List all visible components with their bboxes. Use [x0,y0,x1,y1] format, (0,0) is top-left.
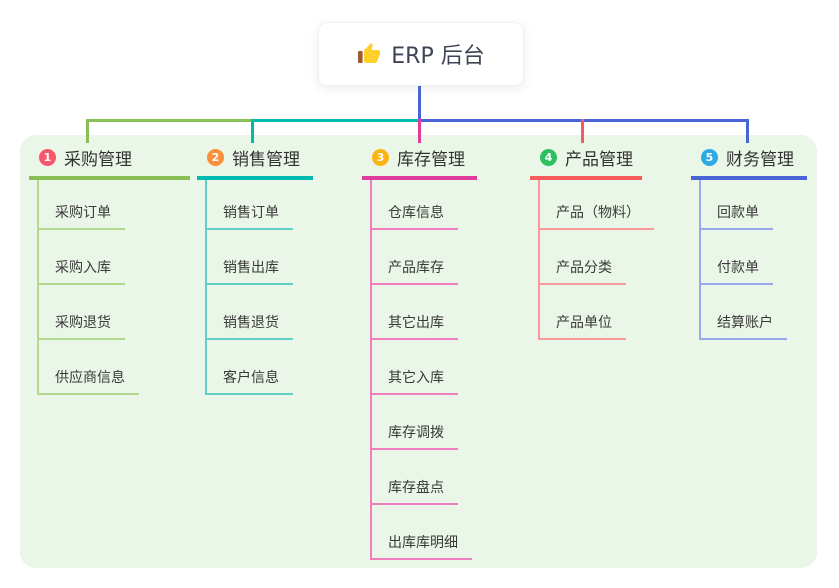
bus-segment-left [86,119,254,122]
branch-label: 销售管理 [232,150,300,170]
branch-child-spine [370,179,372,560]
branch-number-badge: 4 [540,149,557,166]
branch-child-spine [699,179,701,340]
child-node[interactable]: 产品单位 [538,312,626,340]
child-node[interactable]: 其它出库 [370,312,458,340]
branch-drop-connector [581,119,584,143]
branch-number-badge: 1 [39,149,56,166]
branch-child-spine [37,179,39,395]
child-node[interactable]: 产品库存 [370,257,458,285]
root-node-label: ERP 后台 [391,44,485,69]
bus-segment-mid [251,119,420,122]
branches-panel [20,135,817,568]
branch-header-2[interactable]: 2 销售管理 [197,145,313,180]
branch-number-badge: 5 [701,149,718,166]
child-node[interactable]: 出库库明细 [370,532,472,560]
branch-child-spine [205,179,207,395]
branch-drop-connector [86,119,89,143]
child-node[interactable]: 结算账户 [699,312,787,340]
branch-number-badge: 3 [372,149,389,166]
child-node[interactable]: 产品（物料） [538,202,654,230]
child-node[interactable]: 采购订单 [37,202,125,230]
branch-header-1[interactable]: 1 采购管理 [29,145,190,180]
branch-header-3[interactable]: 3 库存管理 [362,145,477,180]
child-node[interactable]: 产品分类 [538,257,626,285]
child-node[interactable]: 销售退货 [205,312,293,340]
branch-drop-connector [418,119,421,143]
child-node[interactable]: 销售订单 [205,202,293,230]
child-node[interactable]: 回款单 [699,202,773,230]
branch-label: 财务管理 [726,150,794,170]
child-node[interactable]: 采购入库 [37,257,125,285]
thumbs-up-icon [357,42,381,66]
child-node[interactable]: 库存盘点 [370,477,458,505]
branch-drop-connector [746,119,749,143]
branch-header-4[interactable]: 4 产品管理 [530,145,642,180]
root-connector [418,84,421,122]
branch-label: 采购管理 [64,150,132,170]
root-node[interactable]: ERP 后台 [318,22,524,86]
child-node[interactable]: 库存调拨 [370,422,458,450]
child-node[interactable]: 仓库信息 [370,202,458,230]
child-node[interactable]: 销售出库 [205,257,293,285]
branch-number-badge: 2 [207,149,224,166]
child-node[interactable]: 付款单 [699,257,773,285]
branch-label: 产品管理 [565,150,633,170]
child-node[interactable]: 供应商信息 [37,367,139,395]
branch-header-5[interactable]: 5 财务管理 [691,145,807,180]
branch-child-spine [538,179,540,340]
child-node[interactable]: 客户信息 [205,367,293,395]
child-node[interactable]: 采购退货 [37,312,125,340]
child-node[interactable]: 其它入库 [370,367,458,395]
branch-label: 库存管理 [397,150,465,170]
branch-drop-connector [251,119,254,143]
